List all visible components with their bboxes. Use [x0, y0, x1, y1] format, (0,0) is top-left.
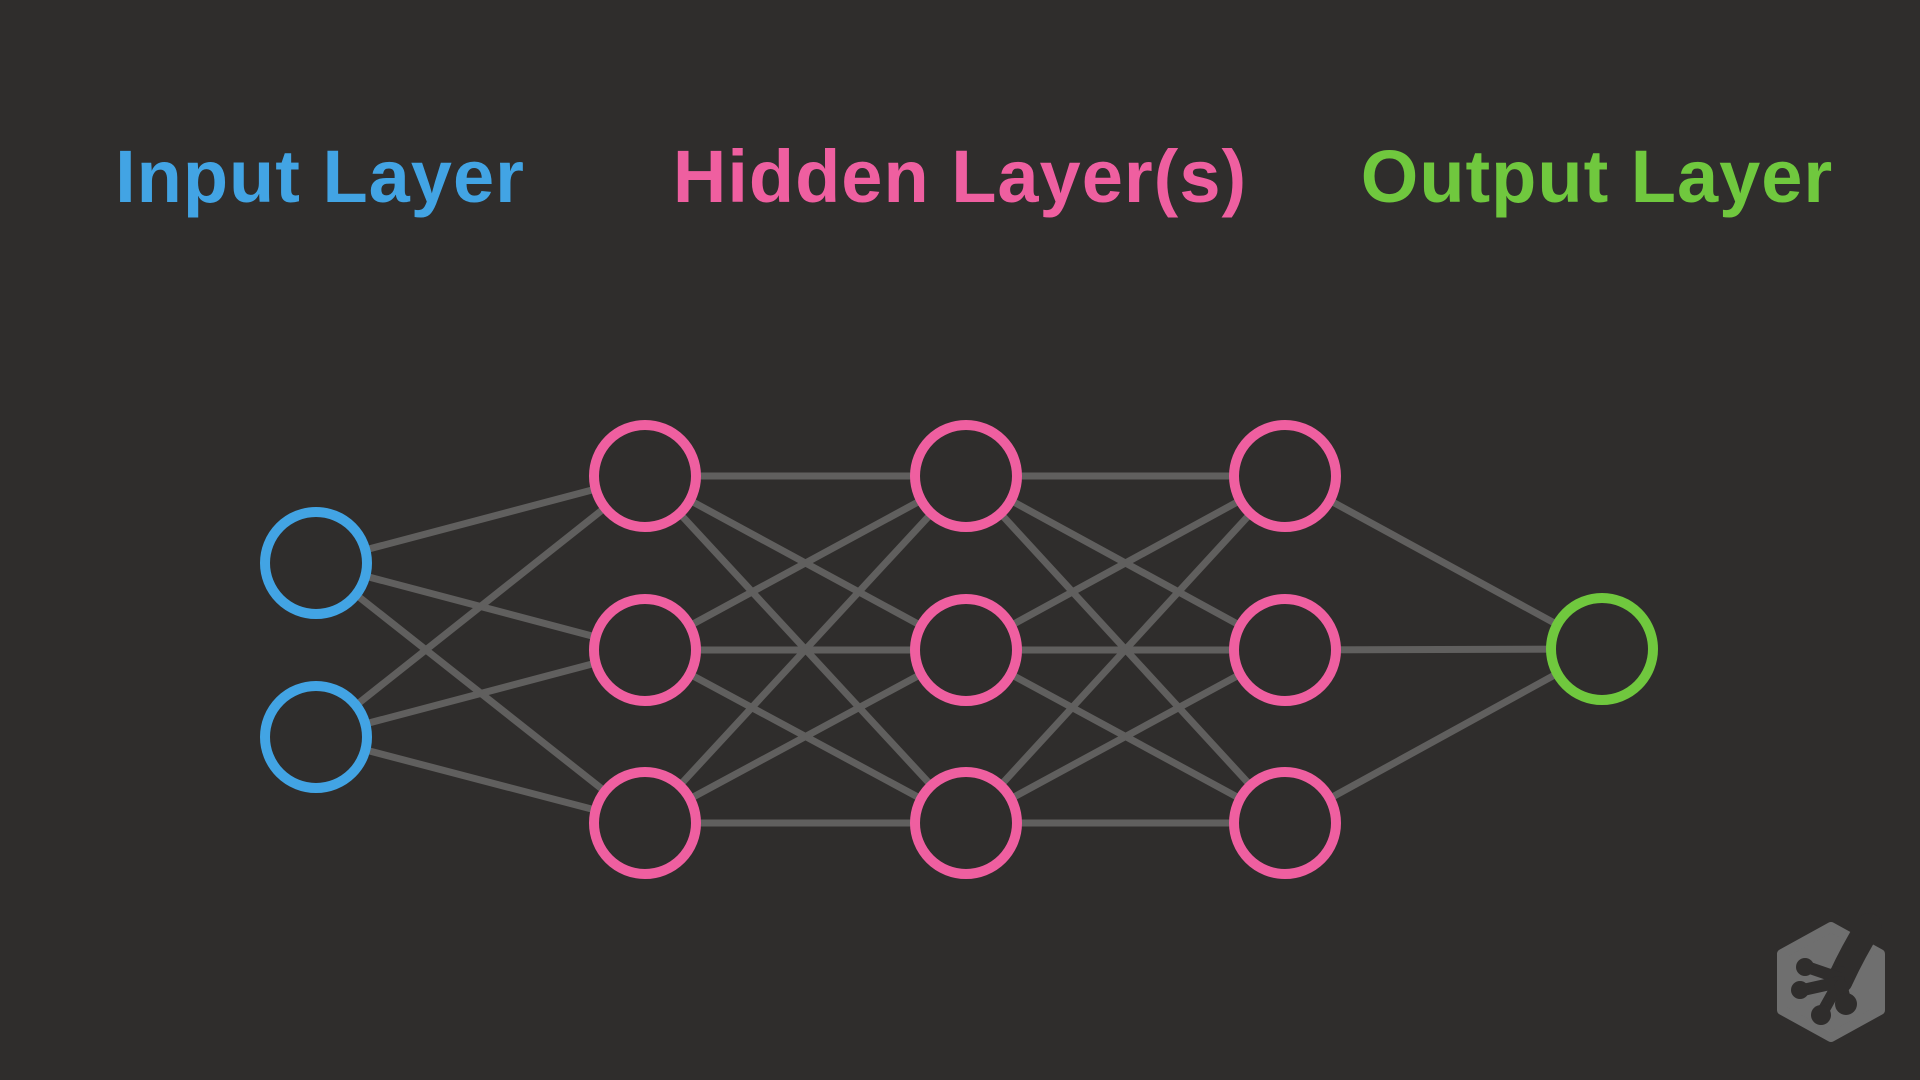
hexagon-gecko-logo-icon [1777, 913, 1885, 1042]
node-hidden-1-1 [589, 420, 701, 532]
edge-hidden-1-3-to-hidden-2-2 [643, 646, 968, 827]
edge-input-1-to-hidden-1-1 [315, 472, 646, 567]
edge-input-2-to-hidden-1-3 [315, 733, 646, 827]
nodes-group [260, 420, 1658, 879]
node-hidden-2-1 [910, 420, 1022, 532]
input-layer-label: Input Layer [115, 135, 525, 218]
edge-input-2-to-hidden-1-1 [313, 473, 648, 740]
hidden-layer-label: Hidden Layer(s) [672, 135, 1248, 218]
edge-hidden-2-3-to-hidden-3-1 [963, 473, 1288, 826]
edge-hidden-2-2-to-hidden-3-1 [964, 472, 1287, 654]
logo-gecko-foot [1791, 913, 1882, 1025]
edge-hidden-1-2-to-hidden-2-1 [643, 472, 968, 654]
node-hidden-3-1 [1229, 420, 1341, 532]
edge-hidden-3-3-to-output-1 [1283, 645, 1604, 827]
edge-hidden-3-1-to-output-1 [1283, 472, 1604, 653]
node-input-2 [260, 681, 372, 793]
node-hidden-3-2 [1229, 594, 1341, 706]
output-layer-label: Output Layer [1360, 135, 1834, 218]
node-hidden-3-3 [1229, 767, 1341, 879]
node-hidden-2-3 [910, 767, 1022, 879]
edges-group [313, 472, 1604, 827]
node-input-1 [260, 507, 372, 619]
node-hidden-2-2 [910, 594, 1022, 706]
edge-input-2-to-hidden-1-2 [315, 646, 646, 741]
node-output-1 [1546, 593, 1658, 705]
edge-hidden-1-3-to-hidden-2-1 [642, 473, 969, 826]
node-hidden-1-2 [589, 594, 701, 706]
edge-hidden-2-3-to-hidden-3-2 [964, 646, 1287, 827]
node-hidden-1-3 [589, 767, 701, 879]
